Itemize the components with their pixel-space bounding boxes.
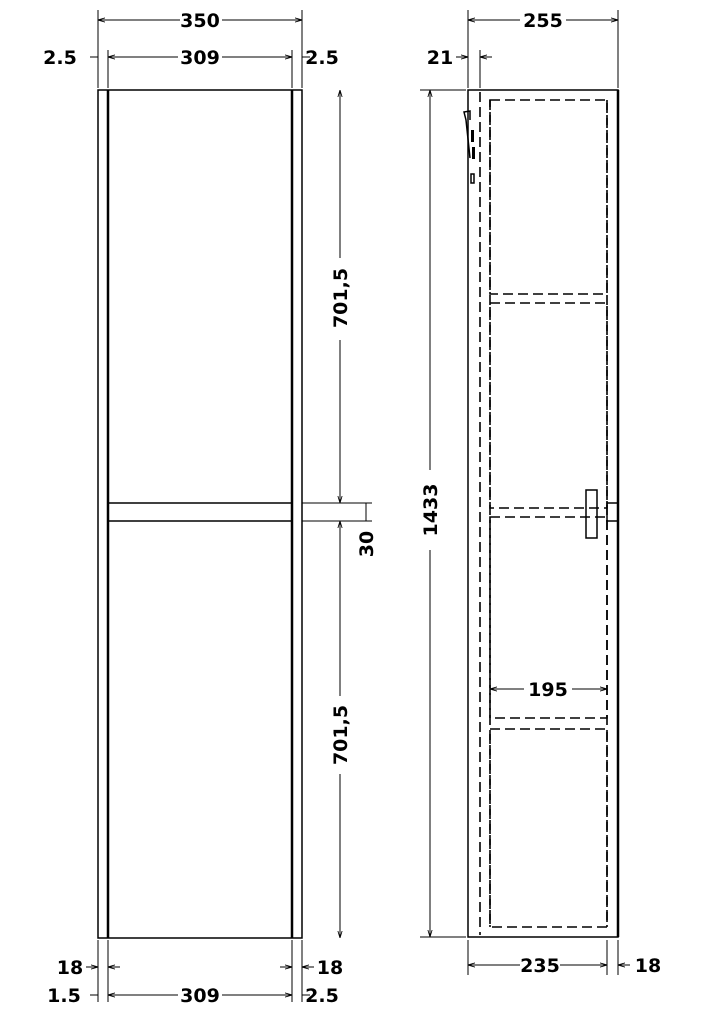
- dim-shelf-depth: 195: [528, 679, 568, 701]
- wall-bracket-icon: [463, 110, 475, 184]
- dim-door-lower-height: 701,5: [330, 705, 352, 765]
- dim-plinth-right: 18: [317, 957, 343, 979]
- side-view: 255 21 1433 195 235 18: [420, 10, 661, 977]
- dim-side-right-top: 2.5: [305, 47, 339, 69]
- dim-carcass-depth: 235: [520, 955, 560, 977]
- dim-inner-width-top: 309: [180, 47, 220, 69]
- dim-side-left-bottom: 1.5: [47, 985, 81, 1007]
- shelf-compartment: [489, 516, 608, 719]
- dim-plinth-left: 18: [57, 957, 83, 979]
- dim-overall-depth: 255: [523, 10, 563, 32]
- dim-back-thickness: 18: [635, 955, 661, 977]
- shelf-compartment: [489, 728, 608, 928]
- cabinet-outline: [97, 89, 303, 939]
- middle-rail: [107, 502, 293, 522]
- dim-side-left-top: 2.5: [43, 47, 77, 69]
- handle-icon: [585, 489, 598, 539]
- front-view: 350 309 2.5 2.5 701,5 30 701,5 18 18 309…: [43, 10, 378, 1007]
- dim-door-upper-height: 701,5: [330, 268, 352, 328]
- dim-rail-height: 30: [356, 531, 378, 557]
- dim-side-right-bottom: 2.5: [305, 985, 339, 1007]
- shelf-compartment: [489, 99, 608, 295]
- dim-overall-height: 1433: [420, 484, 442, 537]
- dim-inner-width-bottom: 309: [180, 985, 220, 1007]
- shelf-compartment: [489, 302, 608, 509]
- dim-overall-width: 350: [180, 10, 220, 32]
- dim-door-thickness: 21: [427, 47, 453, 69]
